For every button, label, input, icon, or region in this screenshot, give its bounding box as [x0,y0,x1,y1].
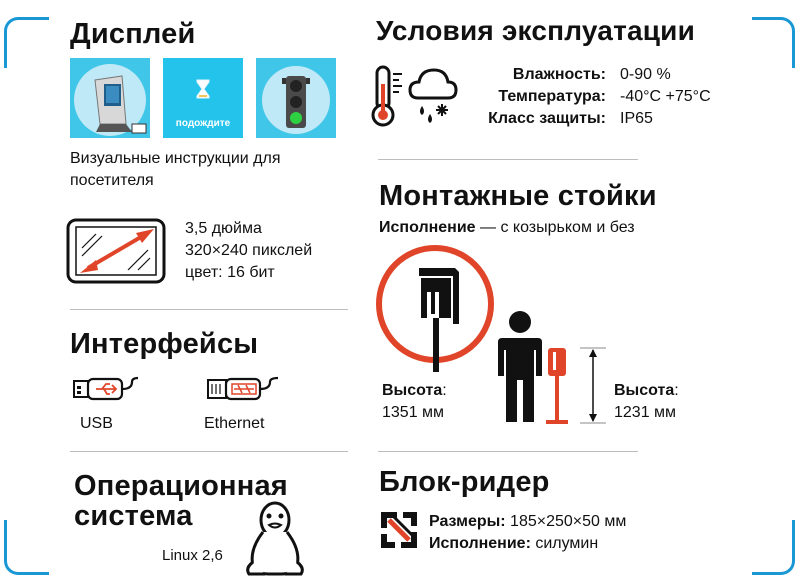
stand-right-height-colon: : [674,382,679,399]
ethernet-label: Ethernet [204,415,265,432]
display-spec-size: 3,5 дюйма [185,220,262,237]
terminal-screen-image [70,58,150,138]
traffic-light-image [256,58,336,138]
frame-corner-top-right [752,17,795,68]
display-title: Дисплей [70,18,196,50]
stand-right-height-value: 1231 мм [614,404,677,421]
reader-size: Размеры: 185×250×50 мм [429,511,626,533]
usb-label: USB [80,415,113,432]
humidity-label: Влажность: [512,66,606,83]
reader-size-value: 185×250×50 мм [505,513,627,530]
stands-variant-value: — с козырьком и без [475,219,635,236]
screen-resolution-icon [66,218,168,293]
height-dimension-arrow [576,346,610,431]
reader-material-value: силумин [530,535,599,552]
humidity-value: 0-90 % [620,66,671,83]
usb-cable-icon [72,376,142,411]
linux-penguin-icon [243,500,307,585]
interfaces-title: Интерфейсы [70,328,259,360]
wait-label: подождите [175,118,231,129]
frame-corner-bottom-left [4,520,49,575]
display-spec-resolution: 320×240 пикслей [185,242,313,259]
display-description: Визуальные инструкции для посетителя [70,150,281,189]
os-title-line2: система [74,500,193,532]
stand-left-height-label: Высота: [382,380,447,402]
stand-with-canopy-icon [375,244,499,379]
conditions-title: Условия эксплуатации [376,15,695,46]
display-spec-color: цвет: 16 бит [185,264,275,281]
protection-value: IP65 [620,110,653,127]
short-stand-icon [542,344,572,431]
temperature-label: Температура: [498,88,606,105]
divider-right-1 [378,159,638,160]
frame-corner-bottom-right [752,520,795,575]
person-silhouette-icon [496,310,544,429]
stand-right-height-word: Высота [614,382,675,399]
stand-left-height-value: 1351 мм [382,404,445,421]
thermometer-icon [370,64,406,133]
os-title-line1: Операционная [74,470,288,502]
frame-corner-top-left [4,17,49,68]
weather-cloud-icon [408,64,458,133]
reader-logo-icon [379,510,419,555]
stand-right-height-label: Высота: [614,380,679,402]
reader-title: Блок-ридер [379,466,550,498]
reader-material-label: Исполнение: [429,535,531,552]
protection-label: Класс защиты: [488,110,606,127]
os-value: Linux 2,6 [162,547,223,564]
wait-screen-image: подождите [163,58,243,138]
stand-left-height-word: Высота [382,382,443,399]
divider-left-2 [70,451,348,452]
reader-material: Исполнение: силумин [429,533,598,555]
stands-title: Монтажные стойки [379,180,657,212]
ethernet-cable-icon [206,376,282,411]
stands-variant-label: Исполнение [379,219,476,236]
stands-variant: Исполнение — с козырьком и без [379,217,635,239]
reader-size-label: Размеры: [429,513,506,530]
divider-left-1 [70,309,348,310]
divider-right-2 [378,451,638,452]
temperature-value: -40°C +75°C [620,88,711,105]
stand-left-height-colon: : [442,382,447,399]
